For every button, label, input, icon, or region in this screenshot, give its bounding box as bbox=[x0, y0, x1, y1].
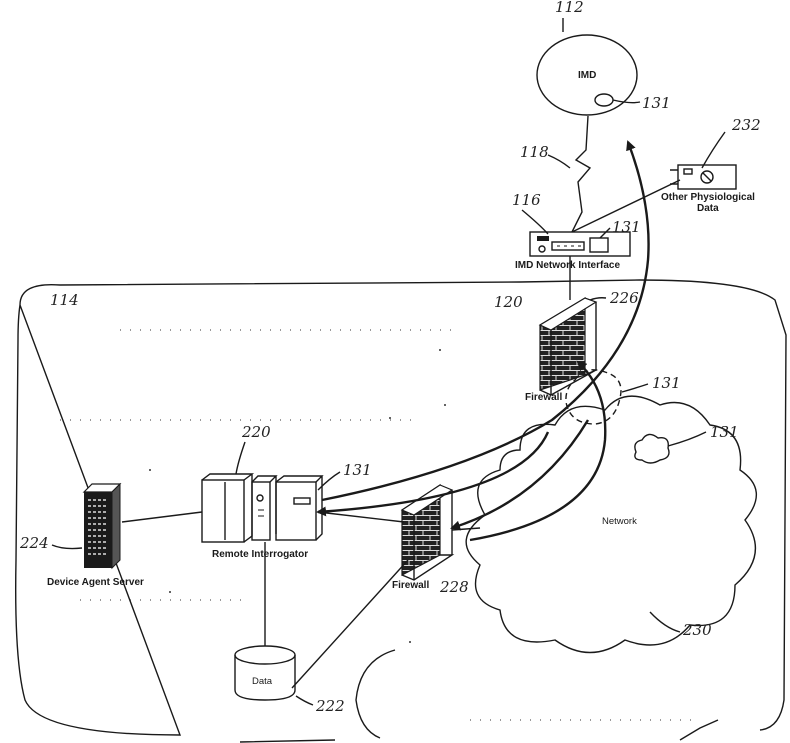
ref-222: 222 bbox=[315, 697, 345, 715]
ref-220: 220 bbox=[241, 423, 271, 441]
ref-tunnel-131: 131 bbox=[652, 374, 681, 392]
ref-226: 226 bbox=[609, 289, 639, 307]
wireless-link bbox=[572, 116, 590, 232]
device-agent-server bbox=[84, 484, 120, 568]
link-data-to-firewall bbox=[292, 560, 408, 688]
data-path-interrogator-to-imd bbox=[322, 142, 649, 500]
imd-node: IMD bbox=[537, 18, 640, 115]
ref-118: 118 bbox=[520, 143, 549, 161]
ref-230: 230 bbox=[682, 621, 712, 639]
network-node bbox=[635, 434, 669, 463]
imd-network-interface-label: IMD Network Interface bbox=[515, 260, 620, 271]
ref-imd-tag-131: 131 bbox=[642, 94, 671, 112]
link-firewall-to-interrogator bbox=[318, 512, 404, 522]
ref-224: 224 bbox=[19, 534, 49, 552]
device-agent-server-label: Device Agent Server bbox=[47, 577, 144, 588]
ref-228: 228 bbox=[439, 578, 469, 596]
ref-120: 120 bbox=[494, 293, 523, 311]
remote-interrogator bbox=[202, 474, 322, 542]
network-label: Network bbox=[602, 516, 637, 527]
link-firewall-to-network bbox=[452, 528, 480, 530]
other-data-label-2: Data bbox=[697, 203, 719, 214]
firewall-lower-label: Firewall bbox=[392, 580, 429, 591]
ref-232: 232 bbox=[731, 116, 761, 134]
data-store-label: Data bbox=[252, 676, 273, 687]
firewall-upper bbox=[540, 298, 596, 395]
ref-112: 112 bbox=[555, 0, 584, 16]
scan-speckle bbox=[149, 349, 446, 643]
secure-region-boundary bbox=[16, 280, 786, 742]
ref-network-tag-131: 131 bbox=[710, 423, 739, 441]
ref-interrogator-tag-131: 131 bbox=[343, 461, 372, 479]
firewall-upper-label: Firewall bbox=[525, 392, 562, 403]
other-physiological-data-device bbox=[670, 165, 736, 189]
ref-116: 116 bbox=[512, 191, 541, 209]
link-server-to-interrogator bbox=[122, 512, 202, 522]
data-store bbox=[235, 646, 295, 700]
imd-label: IMD bbox=[578, 70, 596, 81]
other-data-label-1: Other Physiological bbox=[661, 192, 755, 203]
ref-114: 114 bbox=[50, 291, 79, 309]
remote-interrogator-label: Remote Interrogator bbox=[212, 549, 308, 560]
ref-interface-tag-131: 131 bbox=[612, 218, 641, 236]
